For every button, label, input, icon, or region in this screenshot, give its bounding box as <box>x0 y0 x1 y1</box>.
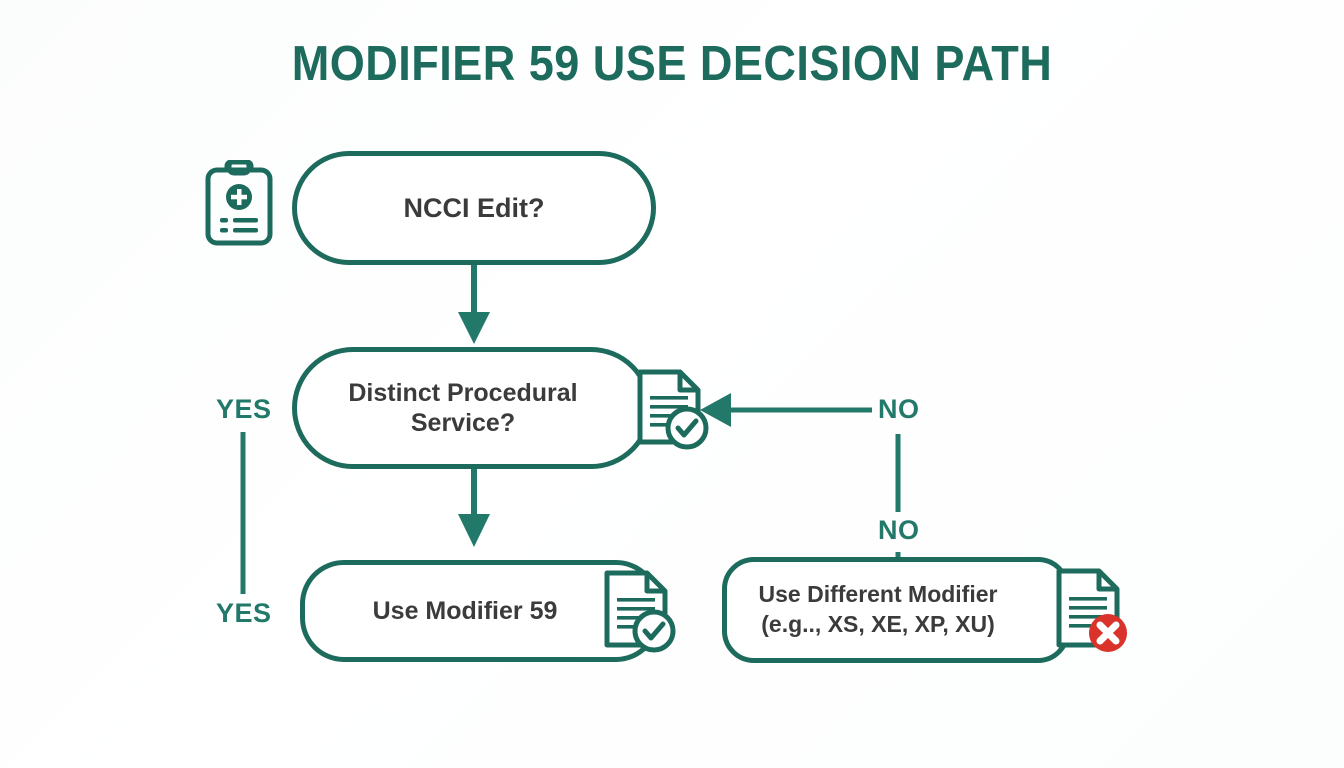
node-use-different-modifier[interactable]: Use Different Modifier (e.g.., XS, XE, X… <box>722 557 1070 663</box>
clipboard-medical-icon <box>203 158 275 253</box>
edge-ncci-to-distinct <box>458 265 490 344</box>
node-use59-label: Use Modifier 59 <box>372 597 558 625</box>
node-ncci-label: NCCI Edit? <box>403 192 545 223</box>
node-distinct-label: Distinct Procedural Service? <box>348 379 578 437</box>
branch-label-no-bottom: NO <box>878 515 920 545</box>
node-different-line2: (e.g.., XS, XE, XP, XU) <box>761 611 995 637</box>
edge-distinct-to-use59 <box>458 469 490 547</box>
document-error-icon <box>1053 565 1129 664</box>
branch-label-no-top: NO <box>878 394 920 424</box>
node-ncci-edit[interactable]: NCCI Edit? <box>292 151 656 265</box>
branch-label-yes-bottom: YES <box>216 598 272 628</box>
node-distinct-procedural-service[interactable]: Distinct Procedural Service? <box>292 347 652 469</box>
document-check-icon <box>601 567 677 664</box>
branch-label-yes-top: YES <box>216 394 272 424</box>
node-different-line1: Use Different Modifier <box>758 581 998 608</box>
document-check-icon <box>634 366 710 461</box>
node-different-label: Use Different Modifier (e.g.., XS, XE, X… <box>759 580 998 640</box>
page-title: MODIFIER 59 USE DECISION PATH <box>291 37 1053 91</box>
edge-no-arrow-to-distinct <box>700 393 872 427</box>
